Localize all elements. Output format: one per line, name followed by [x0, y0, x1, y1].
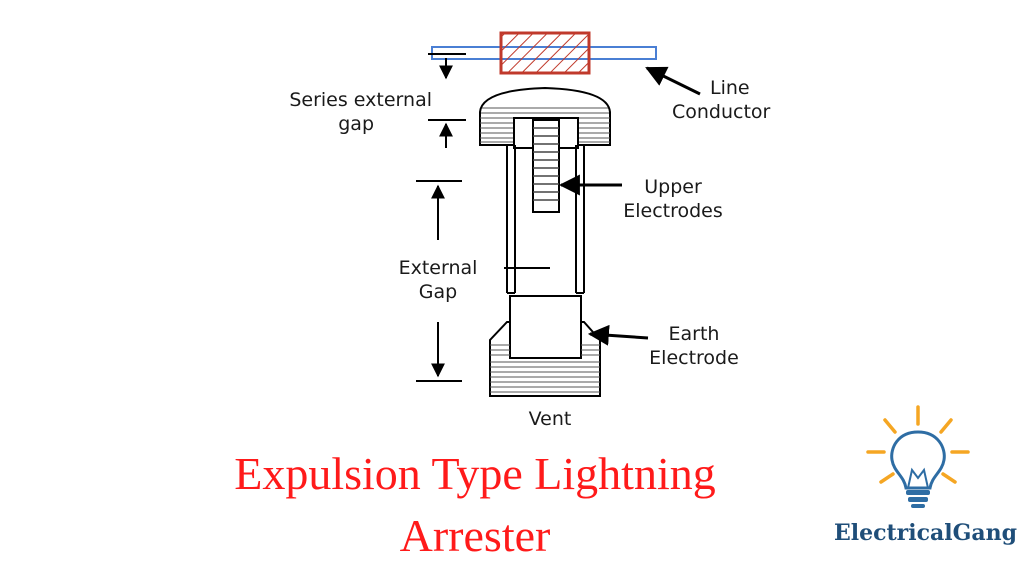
series-resistor	[499, 31, 591, 75]
upper-electrode	[532, 119, 560, 213]
earth-electrode-label-line2: Electrode	[649, 347, 739, 369]
line-conductor-label-line1: Line	[710, 77, 750, 99]
series-gap-label-line1: Series external	[289, 89, 432, 111]
upper-electrodes-label-line1: Upper	[644, 176, 702, 198]
external-gap-label: External Gap	[390, 256, 486, 304]
external-gap-label-line1: External	[398, 257, 478, 279]
series-gap-label-line2: gap	[338, 113, 374, 135]
line-conductor-label: Line Conductor	[672, 76, 770, 124]
page-title: Expulsion Type Lightning Arrester	[150, 446, 800, 564]
earth-electrode	[489, 295, 601, 397]
series-gap-dimension	[428, 53, 466, 148]
upper-electrodes-label-line2: Electrodes	[623, 200, 723, 222]
leader-arrows	[558, 66, 701, 346]
series-gap-label: Series external gap	[262, 88, 432, 136]
insulating-tube	[504, 145, 585, 294]
line-conductor-label-line2: Conductor	[672, 101, 771, 123]
external-gap-label-line2: Gap	[418, 281, 458, 303]
brand-name: ElectricalGang	[834, 520, 1018, 546]
earth-electrode-label: Earth Electrode	[644, 322, 744, 370]
bulb-logo-icon	[866, 405, 970, 508]
page-title-line2: Arrester	[399, 510, 551, 561]
page-title-line1: Expulsion Type Lightning	[234, 448, 716, 499]
upper-electrodes-label: Upper Electrodes	[618, 175, 728, 223]
external-gap-dimension	[416, 180, 462, 382]
earth-electrode-label-line1: Earth	[668, 323, 720, 345]
vent-label: Vent	[528, 408, 572, 430]
